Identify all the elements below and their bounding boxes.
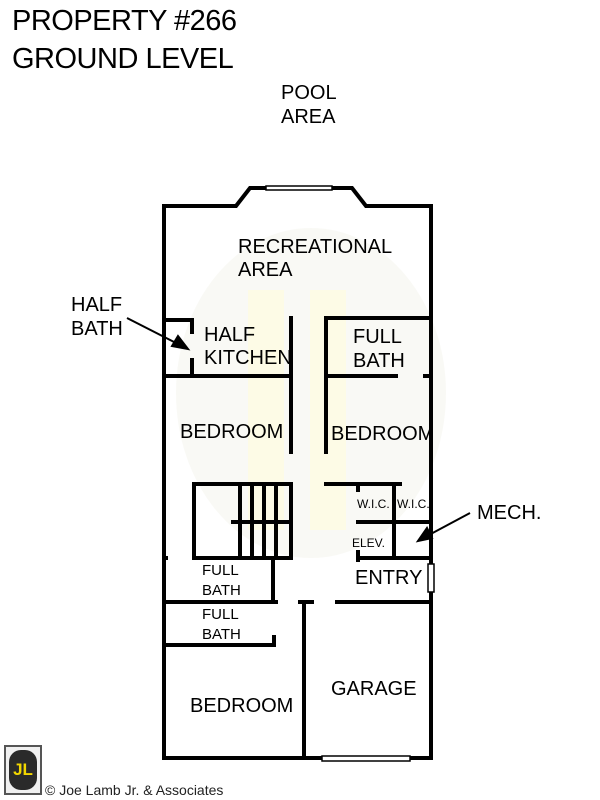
garage-label: GARAGE [331,678,417,700]
full-bath-top-label-1: FULL [353,326,402,348]
copyright-text: © Joe Lamb Jr. & Associates [45,782,224,798]
full-bath-mid-label-1: FULL [202,562,239,579]
wic-2-label: W.I.C. [397,497,430,511]
bedroom-bottom-label: BEDROOM [190,695,294,717]
pool-area-label-2: AREA [281,106,336,128]
half-bath-callout-2: BATH [71,318,123,340]
pool-window [265,185,333,191]
full-bath-mid-label-2: BATH [202,582,241,599]
bedroom-right-label: BEDROOM [331,423,435,445]
half-kitchen-label-2: KITCHEN [204,347,292,369]
wic-1-label: W.I.C. [357,497,390,511]
property-title: PROPERTY #266 [12,5,237,37]
half-kitchen-label-1: HALF [204,324,256,346]
elevator-label: ELEV. [352,536,385,550]
mech-callout: MECH. [477,502,542,524]
bedroom-left-label: BEDROOM [180,421,284,443]
logo-jl-icon: JL [9,750,37,790]
garage-door [321,755,411,762]
company-logo: JL [4,745,42,795]
pool-area-label-1: POOL [281,82,337,104]
recreational-area-label-1: RECREATIONAL [238,236,393,258]
recreational-area-label-2: AREA [238,259,293,281]
level-title: GROUND LEVEL [12,43,234,75]
half-bath-callout-1: HALF [71,294,123,316]
entry-label: ENTRY [355,567,423,589]
full-bath-low-label-2: BATH [202,626,241,643]
full-bath-top-label-2: BATH [353,350,405,372]
entry-door-window [427,563,435,593]
full-bath-low-label-1: FULL [202,606,239,623]
